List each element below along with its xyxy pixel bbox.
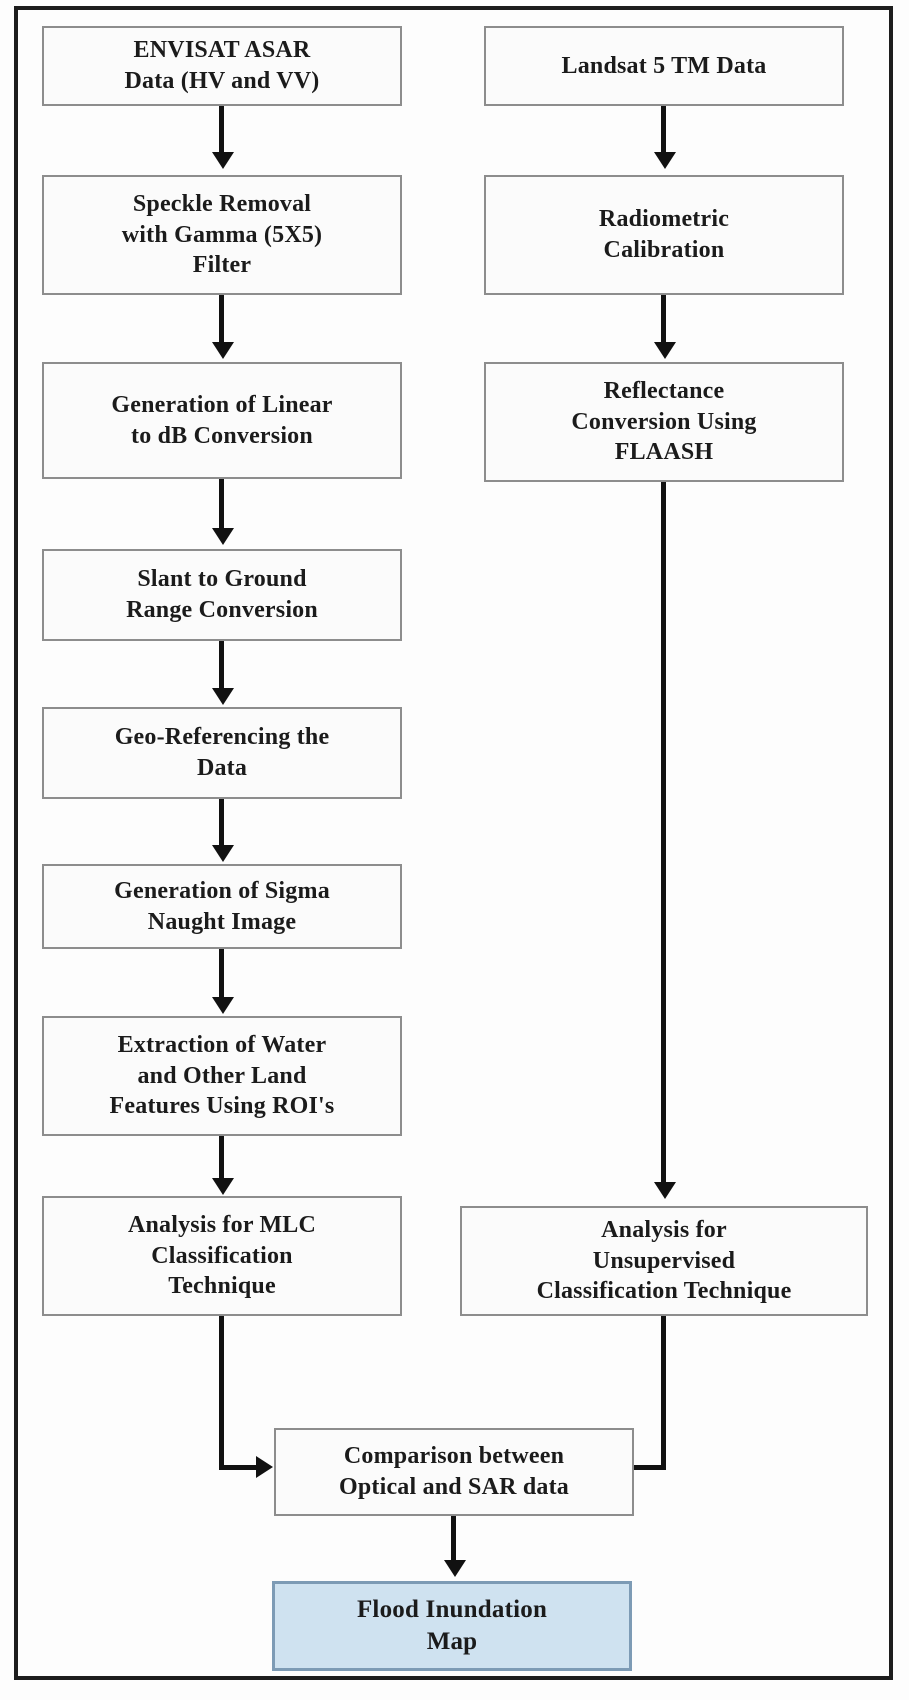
node-mlc-analysis-label: Analysis for MLC Classification Techniqu… xyxy=(127,1211,317,1300)
connector-sar-input-to-speckle xyxy=(219,106,224,156)
node-linear-to-db[interactable]: Generation of Linear to dB Conversion xyxy=(42,362,402,479)
connector-reflectance-to-unsupervised xyxy=(661,482,666,1186)
node-comparison-label: Comparison between Optical and SAR data xyxy=(338,1443,570,1500)
arrow-down-icon-geo-to-sigma xyxy=(212,845,234,862)
connector-unsupervised-to-comparison-vertical xyxy=(661,1316,666,1468)
arrow-down-icon-radiometric-to-reflectance xyxy=(654,342,676,359)
node-roi-extraction[interactable]: Extraction of Water and Other Land Featu… xyxy=(42,1016,402,1136)
node-sar-input-label: ENVISAT ASAR Data (HV and VV) xyxy=(124,37,320,94)
arrow-down-icon-sar-input-to-speckle xyxy=(212,152,234,169)
connector-geo-to-sigma xyxy=(219,799,224,849)
arrow-right-icon-mlc-to-comparison xyxy=(256,1456,273,1478)
connector-optical-input-to-radiometric xyxy=(661,106,666,156)
arrow-down-icon-reflectance-to-unsupervised xyxy=(654,1182,676,1199)
node-speckle-removal[interactable]: Speckle Removal with Gamma (5X5) Filter xyxy=(42,175,402,295)
node-reflectance-conversion[interactable]: Reflectance Conversion Using FLAASH xyxy=(484,362,844,482)
node-mlc-analysis[interactable]: Analysis for MLC Classification Techniqu… xyxy=(42,1196,402,1316)
node-flood-map-label: Flood Inundation Map xyxy=(356,1596,548,1655)
arrow-down-icon-sigma-to-roi xyxy=(212,997,234,1014)
node-unsupervised-analysis[interactable]: Analysis for Unsupervised Classification… xyxy=(460,1206,868,1316)
node-roi-extraction-label: Extraction of Water and Other Land Featu… xyxy=(109,1031,335,1120)
connector-sigma-to-roi xyxy=(219,949,224,1001)
node-optical-input-label: Landsat 5 TM Data xyxy=(561,52,767,79)
node-sigma-naught[interactable]: Generation of Sigma Naught Image xyxy=(42,864,402,949)
arrow-down-icon-optical-input-to-radiometric xyxy=(654,152,676,169)
connector-mlc-to-comparison-horizontal xyxy=(219,1465,259,1470)
arrow-down-icon-comparison-to-flood-map xyxy=(444,1560,466,1577)
node-geo-referencing[interactable]: Geo-Referencing the Data xyxy=(42,707,402,799)
node-speckle-removal-label: Speckle Removal with Gamma (5X5) Filter xyxy=(121,190,323,279)
connector-linear-db-to-slant xyxy=(219,479,224,533)
connector-roi-to-mlc xyxy=(219,1136,224,1182)
arrow-down-icon-roi-to-mlc xyxy=(212,1178,234,1195)
node-linear-to-db-label: Generation of Linear to dB Conversion xyxy=(111,391,333,449)
node-comparison[interactable]: Comparison between Optical and SAR data xyxy=(274,1428,634,1516)
node-sigma-naught-label: Generation of Sigma Naught Image xyxy=(114,877,330,935)
arrow-down-icon-linear-db-to-slant xyxy=(212,528,234,545)
connector-comparison-to-flood-map xyxy=(451,1516,456,1564)
connector-slant-to-geo xyxy=(219,641,224,692)
node-sar-input[interactable]: ENVISAT ASAR Data (HV and VV) xyxy=(42,26,402,106)
node-reflectance-conversion-label: Reflectance Conversion Using FLAASH xyxy=(571,377,757,466)
connector-mlc-to-comparison-vertical xyxy=(219,1316,224,1468)
node-radiometric-calibration[interactable]: Radiometric Calibration xyxy=(484,175,844,295)
node-flood-map[interactable]: Flood Inundation Map xyxy=(272,1581,632,1671)
connector-unsupervised-to-comparison-horizontal xyxy=(624,1465,666,1470)
node-optical-input[interactable]: Landsat 5 TM Data xyxy=(484,26,844,106)
node-geo-referencing-label: Geo-Referencing the Data xyxy=(114,724,330,781)
connector-speckle-to-linear-db xyxy=(219,295,224,346)
node-slant-to-ground-label: Slant to Ground Range Conversion xyxy=(126,566,318,623)
arrow-down-icon-slant-to-geo xyxy=(212,688,234,705)
node-slant-to-ground[interactable]: Slant to Ground Range Conversion xyxy=(42,549,402,641)
node-radiometric-calibration-label: Radiometric Calibration xyxy=(598,206,730,263)
arrow-down-icon-speckle-to-linear-db xyxy=(212,342,234,359)
figure-outer-frame: ENVISAT ASAR Data (HV and VV) Speckle Re… xyxy=(14,6,893,1680)
node-unsupervised-analysis-label: Analysis for Unsupervised Classification… xyxy=(536,1216,792,1305)
connector-radiometric-to-reflectance xyxy=(661,295,666,346)
